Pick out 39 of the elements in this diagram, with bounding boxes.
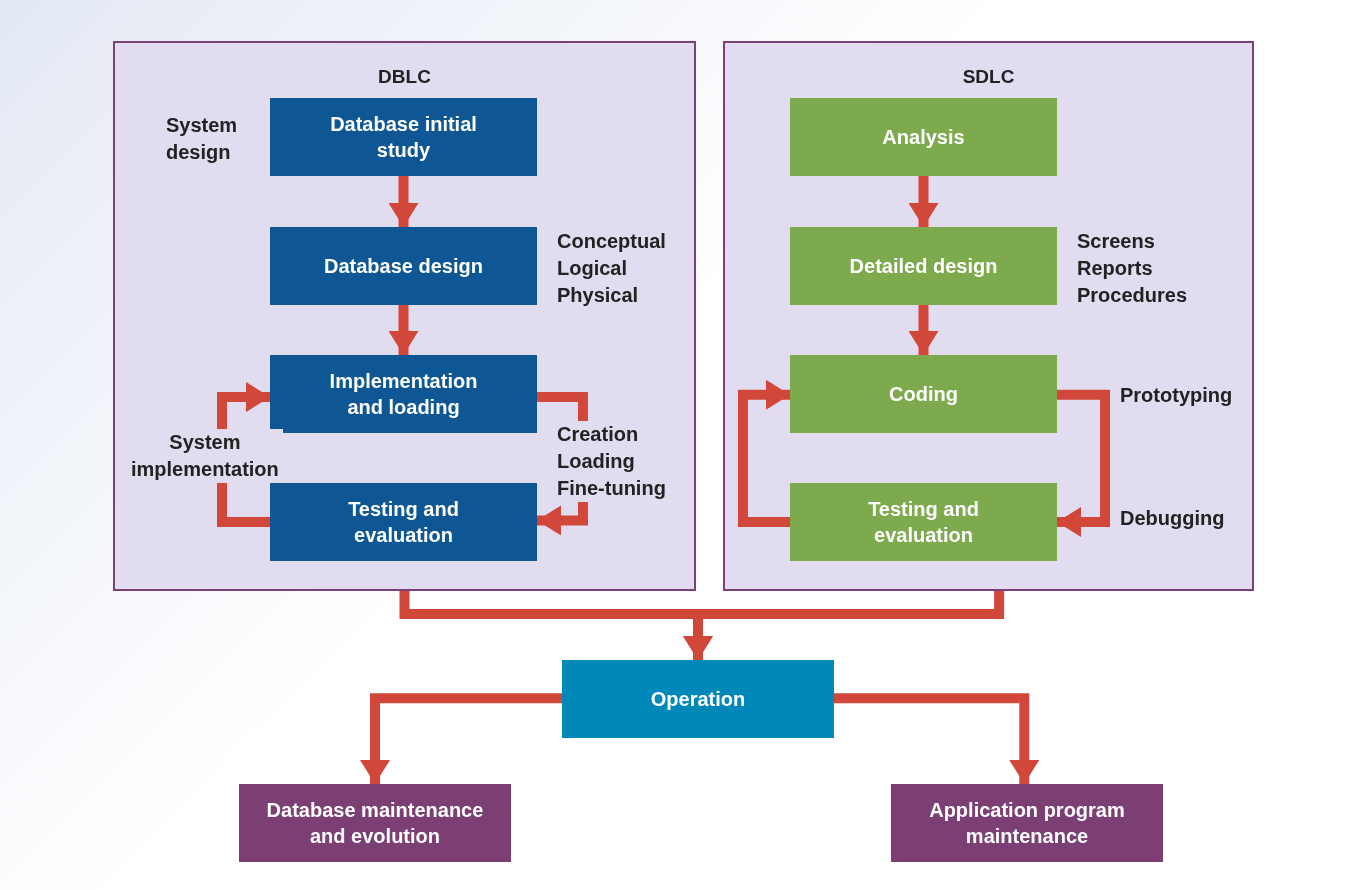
- process-box: [239, 784, 511, 862]
- process-box: [891, 784, 1163, 862]
- process-box: [562, 660, 834, 738]
- box-label: Application program maintenance: [928, 798, 1126, 849]
- process-box: [270, 98, 537, 176]
- lifecycle-panel: [113, 41, 696, 591]
- annotation-text: Debugging: [1120, 506, 1225, 531]
- process-box: [790, 355, 1057, 433]
- process-box: [270, 483, 537, 561]
- arrow: [834, 693, 1040, 784]
- box-label: Implementation and loading: [328, 369, 479, 420]
- process-box: [790, 98, 1057, 176]
- annotation-text: Prototyping: [1120, 383, 1233, 408]
- arrow: [388, 305, 419, 355]
- box-label: Coding: [889, 382, 958, 407]
- box-label: Operation: [650, 687, 746, 712]
- annotation-text: Screens Reports Procedures: [1077, 229, 1188, 308]
- arrow: [908, 305, 939, 355]
- panel-title: SDLC: [961, 65, 1016, 89]
- process-box: [790, 483, 1057, 561]
- arrow: [388, 176, 419, 227]
- annotation-text: Conceptual Logical Physical: [557, 229, 666, 308]
- arrow: [738, 379, 790, 527]
- panel-title: DBLC: [377, 65, 432, 89]
- annotation-text: System design: [166, 113, 238, 165]
- box-label: Testing and evaluation: [347, 497, 460, 548]
- arrow: [360, 693, 562, 784]
- process-box: [270, 355, 537, 433]
- process-box: [790, 227, 1057, 305]
- box-label: Database maintenance and evolution: [265, 798, 485, 849]
- box-label: Database initial study: [329, 112, 478, 163]
- box-label: Analysis: [882, 125, 965, 150]
- lifecycle-panel: [723, 41, 1254, 591]
- process-box: [270, 227, 537, 305]
- arrow: [1057, 389, 1110, 537]
- box-label: Testing and evaluation: [867, 497, 980, 548]
- box-label: Detailed design: [849, 254, 998, 279]
- arrow: [908, 176, 939, 227]
- box-label: Database design: [324, 254, 483, 279]
